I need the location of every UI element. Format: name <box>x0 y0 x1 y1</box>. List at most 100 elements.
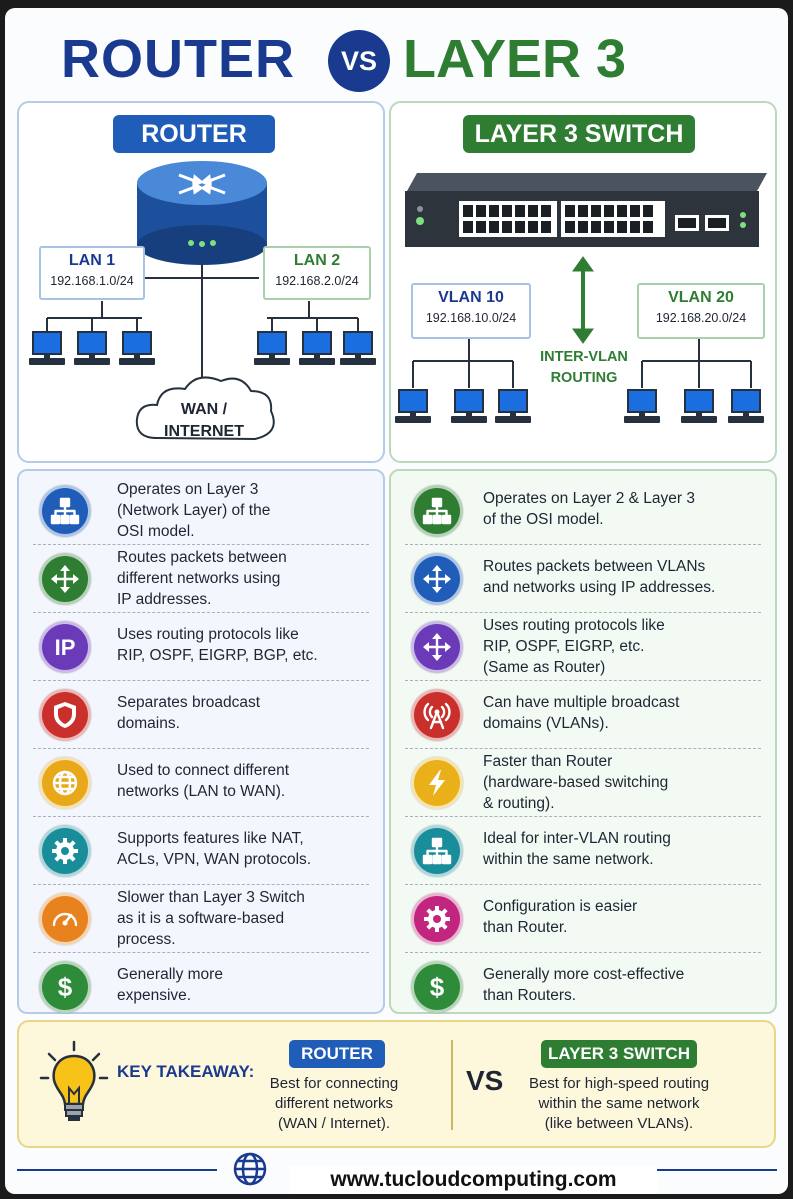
switch-feature-text: Faster than Router (hardware-based switc… <box>483 753 669 812</box>
takeaway-divider <box>451 1040 453 1130</box>
computer-icon <box>299 331 335 367</box>
title-row: ROUTER VS LAYER 3 SWITCH <box>5 24 788 151</box>
footer-line-left <box>17 1169 217 1171</box>
switch-feature-row: Ideal for inter-VLAN routing within the … <box>391 817 775 885</box>
four-arrows-icon <box>39 553 91 605</box>
computer-icon <box>495 389 531 425</box>
computer-icon <box>624 389 660 425</box>
vlan20-name: VLAN 20 <box>668 289 734 306</box>
feature-separator <box>405 612 761 613</box>
computer-icon <box>119 331 155 367</box>
switch-feature-text: Ideal for inter-VLAN routing within the … <box>483 830 671 868</box>
title-vs-badge: VS <box>328 30 390 92</box>
dollar-icon: $ <box>411 961 463 1013</box>
vlan20-box: VLAN 20 192.168.20.0/24 <box>637 283 765 339</box>
footer-website-url[interactable]: www.tucloudcomputing.com <box>290 1166 657 1194</box>
lan2-name: LAN 2 <box>293 252 341 269</box>
double-arrow-icon <box>572 256 594 344</box>
gear-icon <box>39 825 91 877</box>
key-takeaway-label: KEY TAKEAWAY: <box>117 1062 255 1081</box>
switch-panel-tag: LAYER 3 SWITCH <box>463 115 695 153</box>
computer-icon <box>681 389 717 425</box>
feature-separator <box>405 884 761 885</box>
switch-feature-text: Can have multiple broadcast domains (VLA… <box>483 694 680 732</box>
feature-separator <box>405 952 761 953</box>
feature-separator <box>33 680 369 681</box>
feature-separator <box>33 748 369 749</box>
lan1-name: LAN 1 <box>68 252 116 269</box>
ip-icon: IP <box>39 621 91 673</box>
feature-separator <box>405 748 761 749</box>
svg-text:IP: IP <box>55 635 76 660</box>
takeaway-vs: VS <box>466 1065 504 1096</box>
feature-separator <box>405 544 761 545</box>
inter-vlan-routing-label: INTER-VLAN ROUTING <box>540 349 628 386</box>
switch-features-panel: Operates on Layer 2 & Layer 3 of the OSI… <box>389 469 777 1014</box>
title-router: ROUTER <box>61 29 295 89</box>
switch-feature-text: Generally more cost-effective than Route… <box>483 966 685 1004</box>
lan2-ip: 192.168.2.0/24 <box>275 274 359 288</box>
lightbulb-icon <box>39 1040 109 1121</box>
feature-separator <box>405 680 761 681</box>
router-feature-text: Supports features like NAT, ACLs, VPN, W… <box>117 830 312 868</box>
switch-feature-row: Can have multiple broadcast domains (VLA… <box>391 681 775 749</box>
switch-device-icon <box>405 173 767 247</box>
computer-icon <box>451 389 487 425</box>
router-feature-text: Slower than Layer 3 Switch as it is a so… <box>117 889 305 948</box>
vlan20-ip: 192.168.20.0/24 <box>655 311 747 325</box>
router-feature-row: Operates on Layer 3 (Network Layer) of t… <box>19 477 383 545</box>
globe-icon <box>233 1152 267 1186</box>
router-features-panel: Operates on Layer 3 (Network Layer) of t… <box>17 469 385 1014</box>
lan1-box: LAN 1 192.168.1.0/24 <box>39 246 145 300</box>
computer-icon <box>29 331 65 367</box>
switch-feature-text: Routes packets between VLANs and network… <box>483 558 716 596</box>
vlan10-name: VLAN 10 <box>438 289 504 306</box>
switch-feature-row: $ Generally more cost-effective than Rout… <box>391 953 775 1021</box>
gear-icon <box>411 893 463 945</box>
switch-feature-row: Operates on Layer 2 & Layer 3 of the OSI… <box>391 477 775 545</box>
router-feature-row: $Generally more expensive. <box>19 953 383 1021</box>
switch-feature-row: Configuration is easier than Router. <box>391 885 775 953</box>
footer-line-right <box>657 1169 777 1171</box>
router-diagram-svg <box>46 161 359 441</box>
feature-separator <box>33 544 369 545</box>
broadcast-tower-icon <box>411 689 463 741</box>
computer-icon <box>395 389 431 425</box>
takeaway-switch-text: Best for high-speed routing within the s… <box>528 1075 710 1132</box>
dollar-icon: $ <box>39 961 91 1013</box>
router-feature-text: Operates on Layer 3 (Network Layer) of t… <box>117 481 271 540</box>
switch-feature-row: Faster than Router (hardware-based switc… <box>391 749 775 817</box>
feature-separator <box>405 816 761 817</box>
shield-icon <box>39 689 91 741</box>
infographic: ROUTER VS LAYER 3 SWITCH ROUTER <box>5 8 788 1194</box>
vlan10-box: VLAN 10 192.168.10.0/24 <box>411 283 531 339</box>
network-hierarchy-icon <box>411 825 463 877</box>
takeaway-switch-tag: LAYER 3 SWITCH <box>541 1040 697 1068</box>
takeaway-router-tag: ROUTER <box>289 1040 385 1068</box>
network-hierarchy-icon <box>411 485 463 537</box>
wan-internet-label: WAN / INTERNET <box>164 401 244 440</box>
feature-separator <box>33 612 369 613</box>
feature-separator <box>33 816 369 817</box>
computer-icon <box>340 331 376 367</box>
four-arrows-icon <box>411 553 463 605</box>
key-takeaway-box: KEY TAKEAWAY: ROUTER Best for connecting… <box>17 1020 776 1148</box>
takeaway-router-text: Best for connecting different networks (… <box>269 1075 399 1132</box>
switch-feature-text: Uses routing protocols like RIP, OSPF, E… <box>483 617 665 676</box>
switch-feature-row: Uses routing protocols like RIP, OSPF, E… <box>391 613 775 681</box>
lan1-ip: 192.168.1.0/24 <box>50 274 134 288</box>
speedometer-icon <box>39 893 91 945</box>
computer-icon <box>728 389 764 425</box>
switch-diagram-svg <box>405 173 767 388</box>
feature-separator <box>33 884 369 885</box>
feature-separator <box>33 952 369 953</box>
router-feature-row: Routes packets between different network… <box>19 545 383 613</box>
router-feature-text: Routes packets between different network… <box>117 549 287 608</box>
svg-text:$: $ <box>58 972 73 1002</box>
four-arrows-icon <box>411 621 463 673</box>
router-feature-text: Separates broadcast domains. <box>117 694 261 732</box>
switch-feature-row: Routes packets between VLANs and network… <box>391 545 775 613</box>
wan-cloud-icon <box>135 376 275 441</box>
switch-feature-text: Configuration is easier than Router. <box>483 898 638 936</box>
